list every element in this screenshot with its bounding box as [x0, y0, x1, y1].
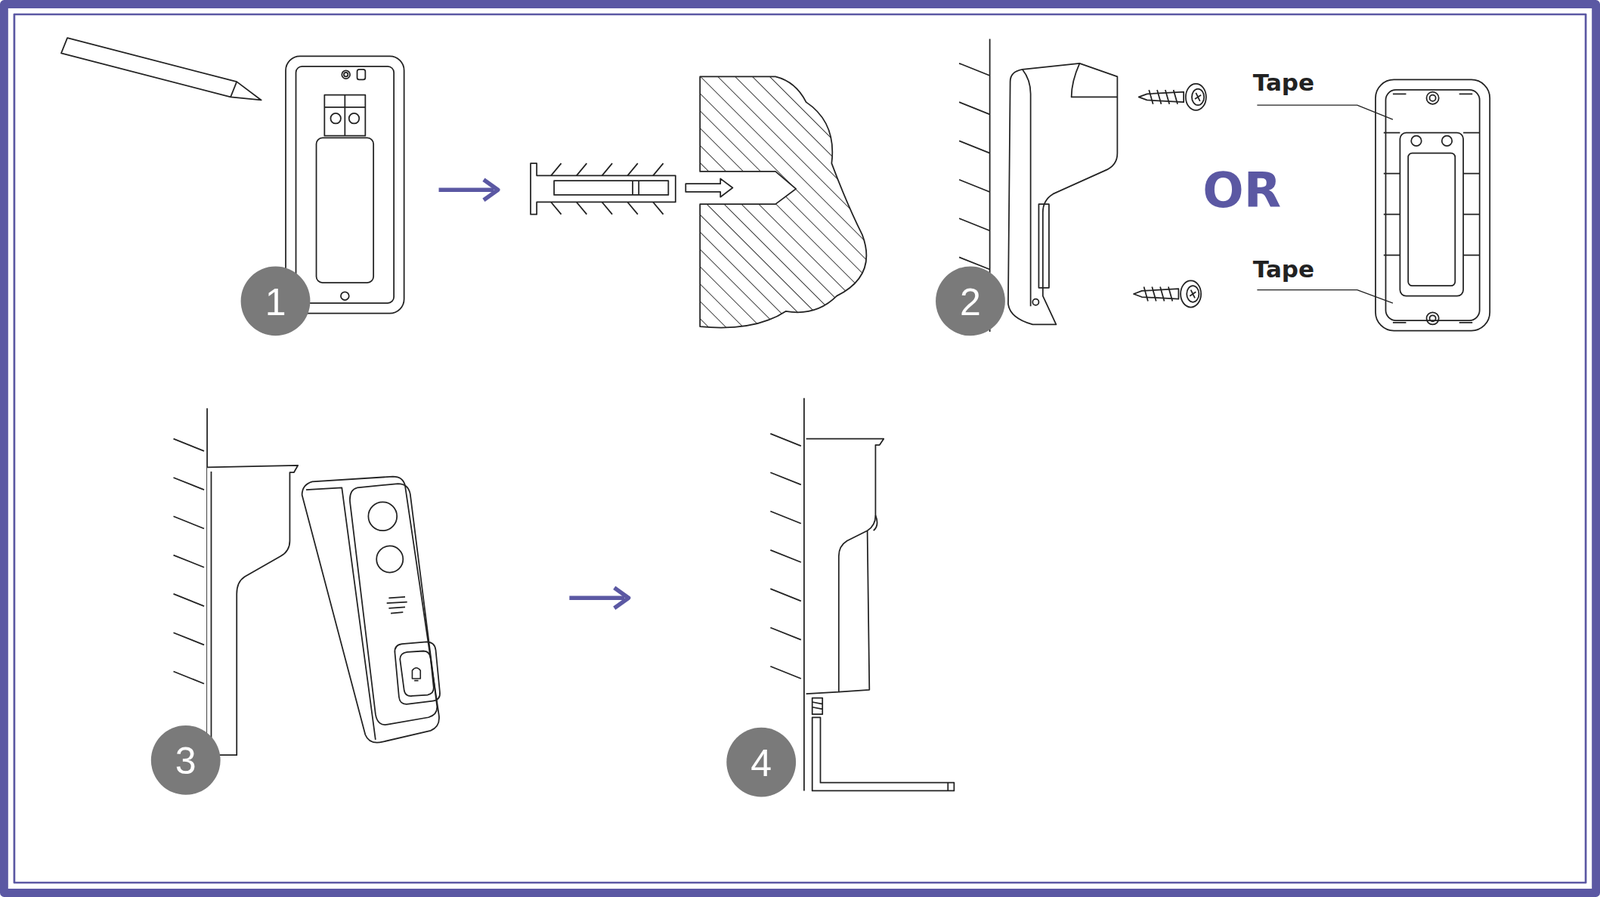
- callout-number: 1: [265, 283, 287, 322]
- part-label: Tape: [1253, 257, 1315, 282]
- or-text: OR: [1202, 166, 1282, 215]
- part-label: Tape: [1253, 71, 1315, 95]
- callout-number: 2: [959, 283, 982, 322]
- callout-number: 3: [175, 742, 197, 780]
- callout-number: 4: [750, 744, 772, 783]
